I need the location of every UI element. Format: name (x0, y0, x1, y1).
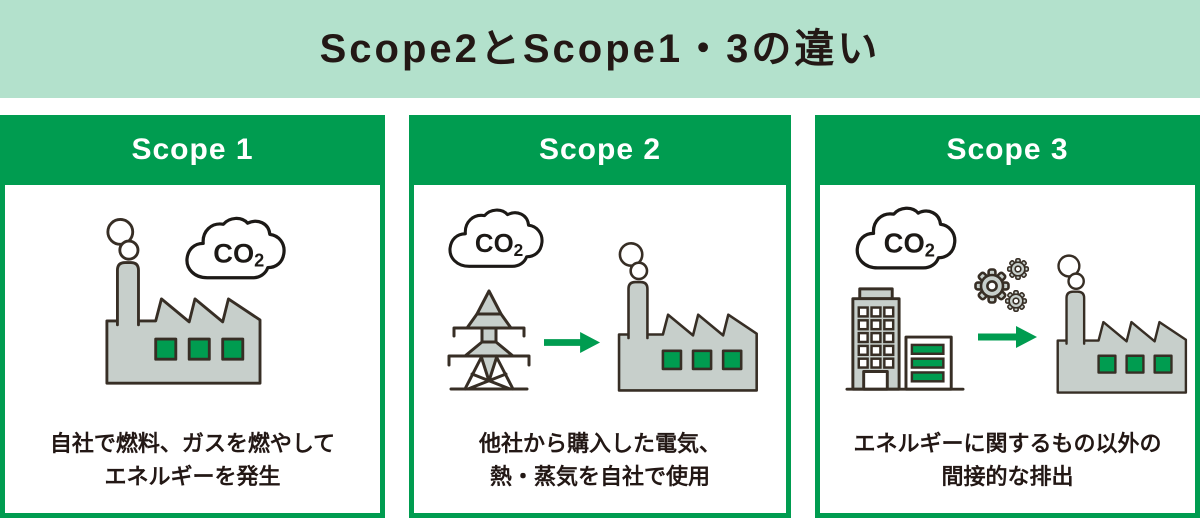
scope3-card: Scope 3 エネルギーに関するもの以外の 間接的な排出 (815, 115, 1200, 518)
caption-line: 熱・蒸気を自社で使用 (489, 464, 710, 489)
co2-cloud-icon (446, 207, 546, 274)
scope2-header: Scope 2 (409, 115, 791, 185)
scope1-card: Scope 1 自社で燃料、ガスを燃やして エネルギーを発生 (0, 115, 385, 518)
scope-cards: Scope 1 自社で燃料、ガスを燃やして エネルギーを発生 Scope 2 (0, 115, 1200, 518)
scope3-header-label: Scope 3 (946, 133, 1069, 166)
scope1-header-label: Scope 1 (131, 133, 254, 166)
transmission-tower-icon (444, 288, 534, 393)
scope3-caption: エネルギーに関するもの以外の 間接的な排出 (820, 427, 1195, 493)
co2-cloud-icon (853, 205, 959, 276)
scope2-body: 他社から購入した電気、 熱・蒸気を自社で使用 (409, 185, 791, 518)
arrow-right-icon (544, 331, 601, 354)
co2-cloud-icon (183, 215, 288, 286)
factory-icon (613, 233, 761, 393)
scope1-caption: 自社で燃料、ガスを燃やして エネルギーを発生 (5, 427, 380, 493)
scope2-card: Scope 2 他社から購入した電気、 熱・蒸気を自社で使用 (409, 115, 791, 518)
scope2-header-label: Scope 2 (538, 133, 662, 166)
caption-line: 他社から購入した電気、 (478, 431, 721, 456)
scope3-header: Scope 3 (815, 115, 1200, 185)
caption-line: エネルギーを発生 (104, 464, 281, 489)
caption-line: エネルギーに関するもの以外の (853, 431, 1162, 456)
caption-line: 自社で燃料、ガスを燃やして (49, 431, 336, 456)
page-title: Scope2とScope1・3の違い (319, 27, 881, 71)
caption-line: 間接的な排出 (941, 464, 1074, 489)
scope2-caption: 他社から購入した電気、 熱・蒸気を自社で使用 (414, 427, 786, 493)
arrow-right-icon (978, 325, 1038, 349)
factory-icon (1052, 246, 1190, 395)
office-building-icon (845, 285, 965, 395)
title-banner: Scope2とScope1・3の違い (0, 0, 1200, 98)
gears-icon (972, 255, 1042, 317)
scope1-body: 自社で燃料、ガスを燃やして エネルギーを発生 (0, 185, 385, 518)
scope1-header: Scope 1 (0, 115, 385, 185)
scope3-body: エネルギーに関するもの以外の 間接的な排出 (815, 185, 1200, 518)
